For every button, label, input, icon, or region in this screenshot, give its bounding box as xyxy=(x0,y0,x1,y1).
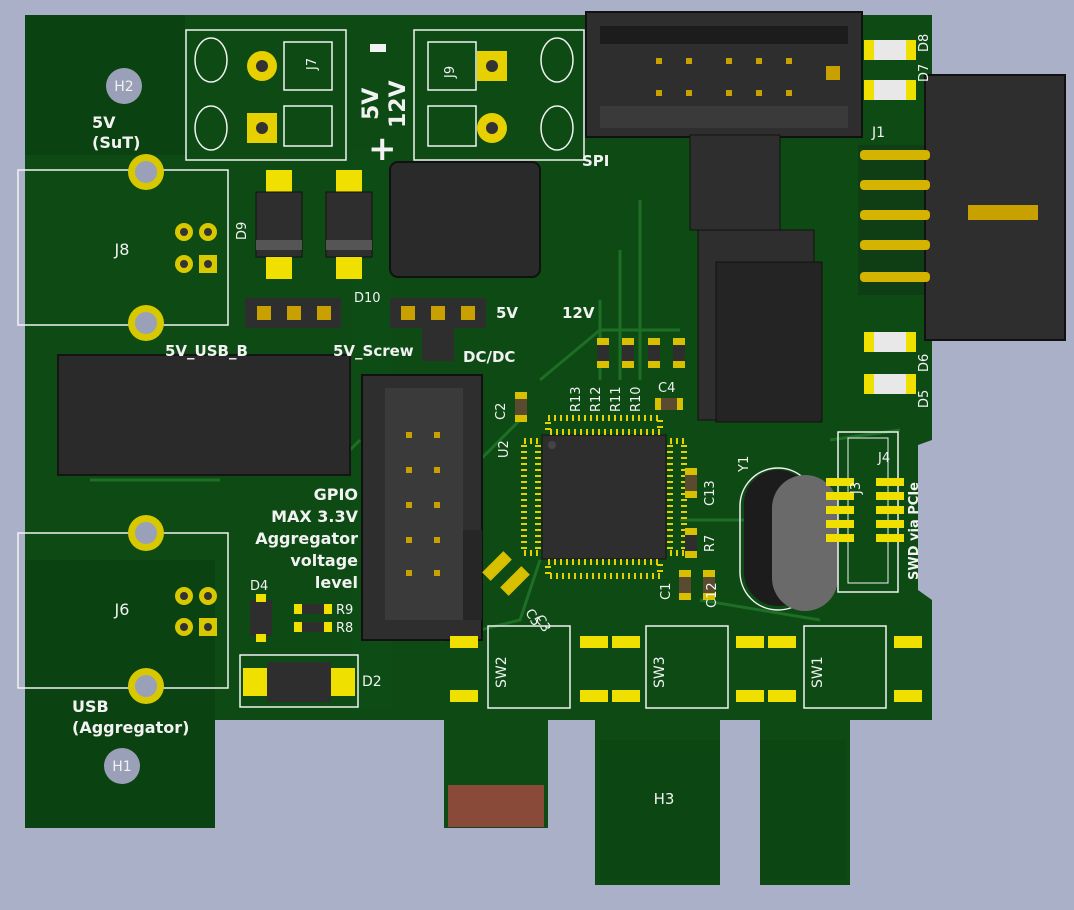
svg-text:GPIO: GPIO xyxy=(314,485,358,504)
label-5v-sut-line1: 5V xyxy=(92,113,116,132)
button-sw2: SW2 xyxy=(450,625,608,709)
svg-text:D7: D7 xyxy=(917,64,932,82)
svg-text:C13: C13 xyxy=(703,480,718,506)
header-j1: J1 xyxy=(858,74,1066,341)
svg-text:D2: D2 xyxy=(362,674,382,690)
svg-text:R13: R13 xyxy=(569,386,584,412)
crystal-y1: Y1 xyxy=(737,456,838,611)
led-d5: D5 xyxy=(864,374,932,408)
svg-text:D5: D5 xyxy=(917,390,932,408)
screw-terminal-j9: J9 xyxy=(413,29,585,161)
svg-text:R8: R8 xyxy=(336,621,353,636)
label-12v: 12V xyxy=(562,304,595,322)
svg-text:J6: J6 xyxy=(114,600,130,619)
svg-text:R10: R10 xyxy=(629,386,644,412)
svg-text:J8: J8 xyxy=(114,240,130,259)
svg-text:voltage: voltage xyxy=(290,551,358,570)
resistor-r8: R8 xyxy=(294,621,353,636)
svg-text:D6: D6 xyxy=(917,354,932,372)
svg-text:J9: J9 xyxy=(443,66,458,79)
jumper-header-5v-select xyxy=(245,298,341,328)
diode-d9: D9 xyxy=(235,170,303,279)
label-5v: 5V xyxy=(496,304,518,322)
label-swd-via-pcie: SWD via PCIe xyxy=(907,482,922,580)
diode-d10: D10 xyxy=(325,170,381,306)
svg-text:R11: R11 xyxy=(609,386,624,412)
svg-text:J3: J3 xyxy=(849,482,864,495)
svg-text:R9: R9 xyxy=(336,603,353,618)
svg-text:D4: D4 xyxy=(250,579,268,594)
svg-text:R12: R12 xyxy=(589,386,604,412)
svg-text:D9: D9 xyxy=(235,222,250,240)
svg-text:C2: C2 xyxy=(494,403,509,420)
svg-text:J7: J7 xyxy=(305,58,320,71)
svg-text:Aggregator: Aggregator xyxy=(255,529,358,548)
svg-text:U2: U2 xyxy=(497,440,512,458)
mounting-hole-h1: H1 xyxy=(104,748,140,784)
svg-text:MAX 3.3V: MAX 3.3V xyxy=(271,507,359,526)
label-5v-sut-line2: (SuT) xyxy=(92,133,140,152)
label-screw-5v: 5V xyxy=(359,88,384,120)
label-5v-usb-b: 5V_USB_B xyxy=(165,342,248,360)
svg-text:H1: H1 xyxy=(112,759,131,775)
label-minus-sign xyxy=(370,44,386,52)
microcontroller-u2: U2 xyxy=(497,415,687,579)
screw-terminal-j7: J7 xyxy=(185,29,347,161)
mounting-hole-h2: H2 xyxy=(106,68,142,104)
svg-text:SW3: SW3 xyxy=(652,656,668,688)
capacitor-c2: C2 xyxy=(494,392,527,422)
cable-connector-latch xyxy=(715,261,823,423)
resistor-array-r10-r13: R13 R12 R11 R10 xyxy=(569,338,685,412)
svg-text:SW1: SW1 xyxy=(810,656,826,688)
label-5v-screw: 5V_Screw xyxy=(333,342,414,360)
svg-text:C1: C1 xyxy=(659,583,674,600)
button-sw3: SW3 xyxy=(612,625,764,709)
svg-text:SW2: SW2 xyxy=(494,656,510,688)
label-plus-sign: + xyxy=(368,129,397,169)
svg-text:R7: R7 xyxy=(703,535,718,552)
diode-d4: D4 xyxy=(250,579,272,642)
swd-header-j3-j4: J4 J3 SWD via PCIe xyxy=(826,431,922,593)
led-d8: D8 xyxy=(864,34,932,60)
svg-text:D8: D8 xyxy=(917,34,932,52)
level-shifter-ic xyxy=(689,134,781,231)
svg-text:C12: C12 xyxy=(705,582,720,608)
svg-text:Y1: Y1 xyxy=(737,456,752,473)
pcie-edge-fingers xyxy=(448,740,846,880)
svg-text:level: level xyxy=(315,573,358,592)
capacitor-c4: C4 xyxy=(655,381,683,410)
dcdc-inductor xyxy=(389,161,541,278)
gpio-header xyxy=(361,374,483,641)
label-spi: SPI xyxy=(582,152,609,170)
button-sw1: SW1 xyxy=(768,625,922,709)
gpio-label: GPIO MAX 3.3V Aggregator voltage level xyxy=(255,485,358,592)
label-screw-12v: 12V xyxy=(386,80,411,128)
usb-connector-j8: J8 xyxy=(17,154,229,341)
svg-text:H2: H2 xyxy=(114,79,133,95)
diode-d2: D2 xyxy=(239,654,382,708)
led-d7: D7 xyxy=(864,64,932,100)
svg-text:J4: J4 xyxy=(877,451,890,466)
usb-connector-j6: J6 xyxy=(17,515,229,704)
svg-text:C4: C4 xyxy=(658,381,675,396)
power-module-block xyxy=(57,354,351,476)
capacitor-c1: C1 xyxy=(659,570,691,600)
svg-text:J1: J1 xyxy=(871,125,885,141)
label-usb-aggregator-line1: USB xyxy=(72,697,109,716)
capacitor-c12: C12 xyxy=(703,570,720,608)
label-usb-aggregator-line2: (Aggregator) xyxy=(72,718,189,737)
capacitor-c13: C13 xyxy=(685,468,718,506)
spi-header xyxy=(585,11,863,138)
led-d6: D6 xyxy=(864,332,932,372)
svg-text:D10: D10 xyxy=(354,291,381,306)
resistor-r7: R7 xyxy=(685,528,718,558)
label-h3: H3 xyxy=(654,790,675,808)
label-dcdc: DC/DC xyxy=(463,348,515,366)
resistor-r9: R9 xyxy=(294,603,353,618)
jumper-header-dcdc-select xyxy=(390,298,486,361)
